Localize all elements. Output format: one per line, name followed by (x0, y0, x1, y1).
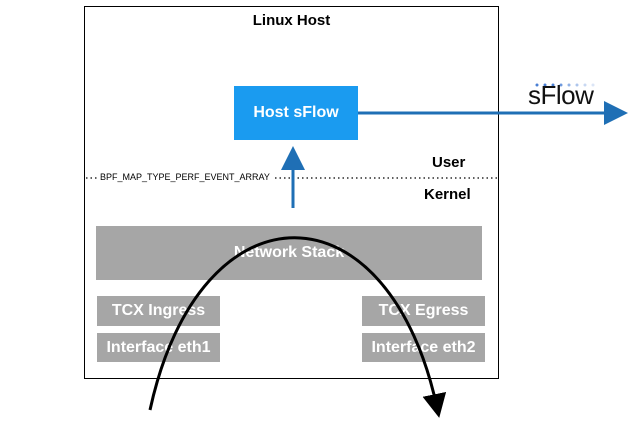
host-sflow-box: Host sFlow (234, 86, 358, 140)
interface-eth1-box: Interface eth1 (97, 333, 220, 362)
network-stack-box: Network Stack (96, 226, 482, 280)
sflow-logo-dots (535, 83, 595, 87)
tcx-egress-box: TCX Egress (362, 296, 485, 326)
kernel-label: Kernel (424, 186, 471, 203)
tcx-ingress-box: TCX Ingress (97, 296, 220, 326)
perf-event-array-label: BPF_MAP_TYPE_PERF_EVENT_ARRAY (98, 172, 272, 182)
linux-host-box (84, 6, 499, 379)
linux-host-title: Linux Host (252, 12, 331, 29)
user-label: User (432, 154, 466, 171)
packet-path-arrow (148, 236, 447, 418)
sflow-logo: sFlow (528, 80, 594, 110)
